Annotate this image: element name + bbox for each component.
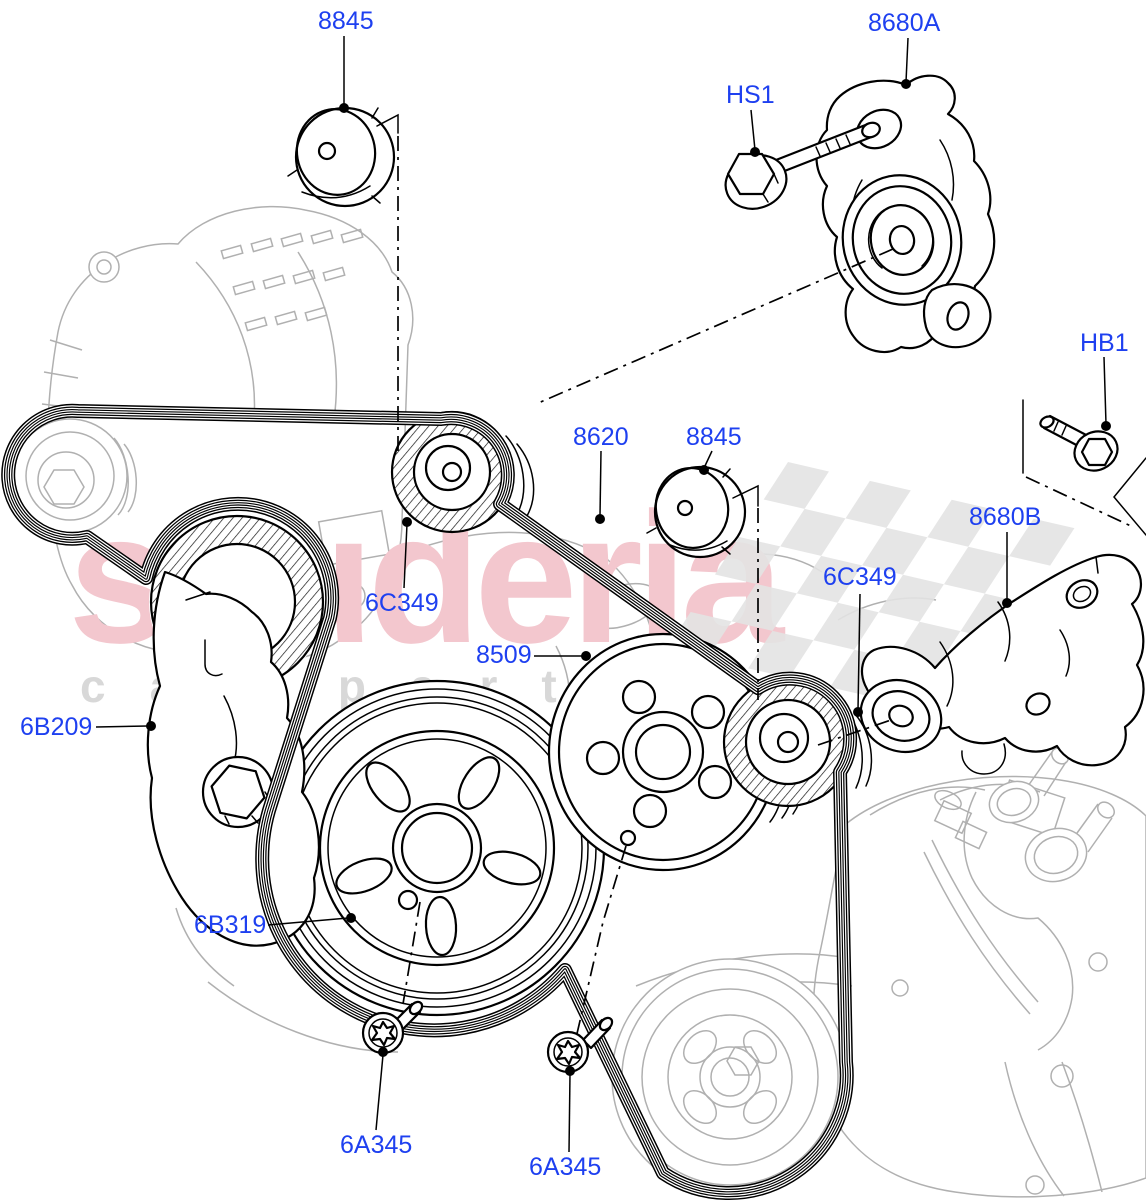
- bolt-HB1: [1039, 414, 1119, 472]
- bolt-6A345-left: [361, 1000, 424, 1055]
- alternator-ghost: [12, 205, 414, 664]
- bolt-6A345-right: [546, 1016, 614, 1074]
- part-label-8845-cap-mid[interactable]: 8845: [686, 423, 742, 451]
- part-label-8680B-tensioner[interactable]: 8680B: [969, 503, 1042, 531]
- checkered-flag-watermark: [666, 462, 1075, 716]
- leader-lines: [95, 36, 1111, 1153]
- part-label-6C349-idler-left[interactable]: 6C349: [365, 589, 439, 617]
- pulley-cap-8845-top: [287, 106, 396, 208]
- part-label-6B209-tensioner-arm[interactable]: 6B209: [20, 713, 93, 741]
- part-label-6C349-idler-right[interactable]: 6C349: [823, 563, 897, 591]
- part-label-8845-cap-top[interactable]: 8845: [318, 7, 374, 35]
- part-label-6A345-bolt-left[interactable]: 6A345: [340, 1131, 413, 1159]
- part-label-6A345-bolt-right[interactable]: 6A345: [529, 1153, 602, 1181]
- belt-tensioner-8680A: [815, 74, 996, 354]
- water-pump-pulley-8509: [547, 632, 808, 872]
- part-label-HB1-bolt[interactable]: HB1: [1080, 329, 1129, 357]
- belt-tensioner-8680B: [859, 553, 1145, 775]
- part-label-6B319-crank-pulley[interactable]: 6B319: [194, 911, 267, 939]
- bolt-HS1: [724, 121, 881, 210]
- pulley-cap-8845-mid: [646, 465, 747, 559]
- ac-compressor-ghost: [611, 775, 1146, 1198]
- part-label-HS1-bolt[interactable]: HS1: [726, 81, 775, 109]
- part-label-8509-pump-pulley[interactable]: 8509: [476, 641, 532, 669]
- idler-pulley-6C349-right: [722, 676, 873, 808]
- part-label-8620-belt[interactable]: 8620: [573, 423, 629, 451]
- coolant-housing-ghost: [923, 747, 1115, 1197]
- projection-lines: [376, 113, 1146, 1039]
- part-label-8680A-tensioner[interactable]: 8680A: [868, 9, 941, 37]
